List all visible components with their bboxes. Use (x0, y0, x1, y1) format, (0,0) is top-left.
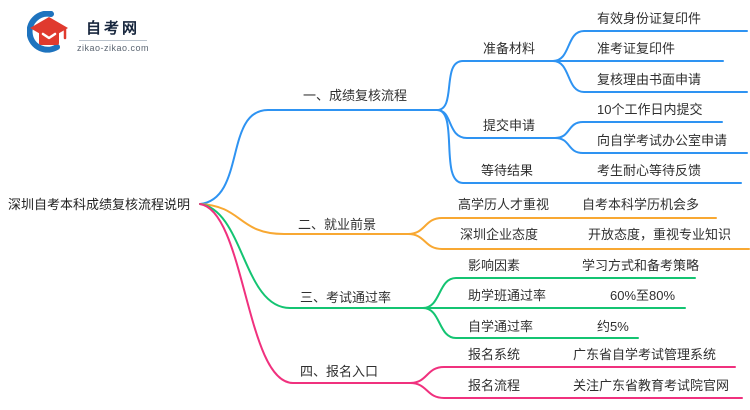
subnode-class-rate[interactable]: 助学班通过率 (468, 288, 547, 303)
leaf-60-80-percent[interactable]: 60%至80% (610, 288, 676, 303)
subnode-factors[interactable]: 影响因素 (468, 258, 521, 273)
logo-divider (79, 39, 148, 41)
connector-prepare-leaf1 (552, 30, 748, 62)
leaf-apply-office[interactable]: 向自学考试办公室申请 (597, 133, 728, 148)
connector-root-branch1 (199, 109, 438, 205)
connector-branch1-wait-row (436, 109, 742, 184)
connector-branch3-row3 (422, 307, 639, 339)
subnode-prepare-materials[interactable]: 准备材料 (483, 41, 536, 56)
leaf-study-strategy[interactable]: 学习方式和备考策略 (582, 258, 700, 273)
graduation-cap-icon (26, 10, 69, 58)
leaf-more-chances[interactable]: 自考本科学历机会多 (582, 197, 700, 212)
leaf-10-workdays[interactable]: 10个工作日内提交 (597, 102, 703, 117)
leaf-gd-official[interactable]: 关注广东省教育考试院官网 (573, 378, 730, 393)
connector-branch1-prepare (436, 60, 554, 111)
connector-root-branch2 (199, 203, 409, 235)
connector-root-branch3 (199, 203, 424, 309)
branch-node-pass-rate[interactable]: 三、考试通过率 (300, 290, 392, 305)
connector-root-branch4 (199, 203, 411, 384)
connector-submit-leaf2 (554, 137, 748, 154)
site-logo[interactable]: 自考网 zikao-zikao.com (26, 10, 150, 58)
connector-branch2-row2 (407, 233, 750, 250)
leaf-written-reason[interactable]: 复核理由书面申请 (597, 72, 702, 87)
leaf-id-copy[interactable]: 有效身份证复印件 (597, 11, 702, 26)
leaf-open-attitude[interactable]: 开放态度，重视专业知识 (588, 227, 732, 242)
logo-title: 自考网 (86, 19, 141, 37)
subnode-talent-value[interactable]: 高学历人才重视 (458, 197, 550, 212)
leaf-ticket-copy[interactable]: 准考证复印件 (597, 41, 676, 56)
subnode-reg-system[interactable]: 报名系统 (468, 347, 521, 362)
subnode-selfstudy-rate[interactable]: 自学通过率 (468, 319, 534, 334)
connector-branch3-row1 (422, 277, 696, 309)
connector-prepare-leaf3 (552, 60, 748, 93)
logo-domain: zikao-zikao.com (77, 42, 150, 53)
branch-node-review-process[interactable]: 一、成绩复核流程 (303, 88, 408, 103)
connector-branch4-row2 (409, 382, 743, 399)
subnode-submit-apply[interactable]: 提交申请 (483, 118, 536, 133)
root-node[interactable]: 深圳自考本科成绩复核流程说明 (8, 197, 191, 212)
leaf-wait-feedback[interactable]: 考生耐心等待反馈 (597, 163, 702, 178)
branch-node-employment[interactable]: 二、就业前景 (298, 217, 377, 232)
leaf-about-5-percent[interactable]: 约5% (597, 319, 629, 334)
subnode-reg-process[interactable]: 报名流程 (468, 378, 521, 393)
branch-node-registration[interactable]: 四、报名入口 (300, 364, 379, 379)
subnode-wait-result[interactable]: 等待结果 (481, 163, 534, 178)
subnode-company-attitude[interactable]: 深圳企业态度 (460, 227, 539, 242)
leaf-gd-system[interactable]: 广东省自学考试管理系统 (573, 347, 717, 362)
